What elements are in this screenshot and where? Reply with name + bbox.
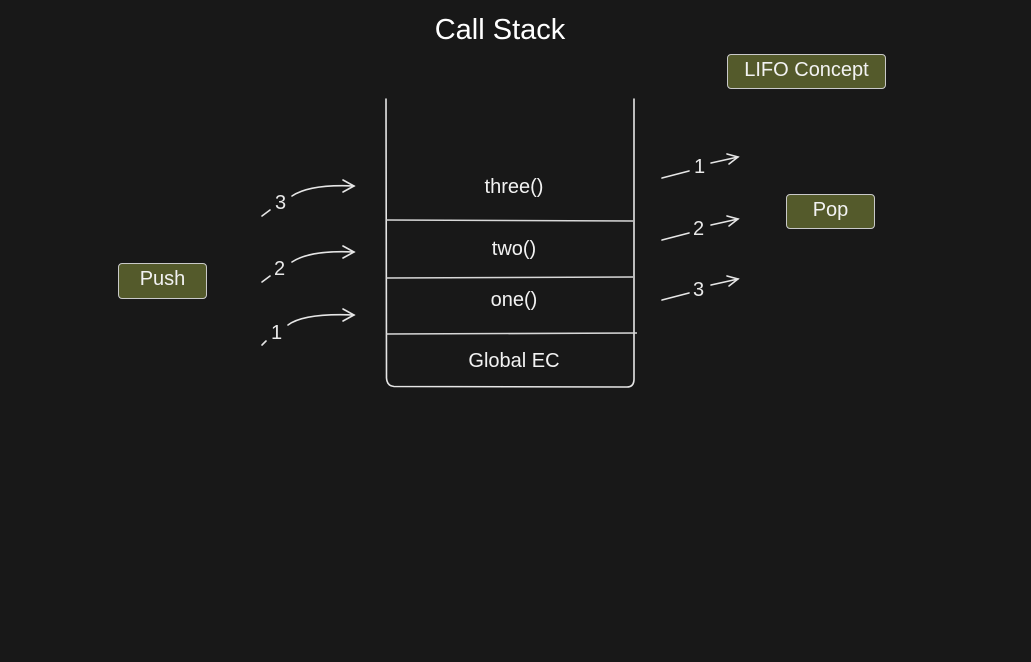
pop-arrow-3 (661, 275, 740, 301)
push-arrow-3 (261, 179, 356, 217)
lifo-concept-label: LIFO Concept (727, 54, 886, 89)
pop-step-1: 1 (694, 156, 706, 178)
stack-frame-three: three() (484, 176, 544, 198)
stack-frame-global-ec: Global EC (468, 350, 560, 372)
pop-step-2: 2 (693, 218, 705, 240)
stack-divider-3 (385, 332, 638, 335)
push-step-3: 3 (275, 192, 287, 214)
stack-divider-2 (385, 276, 634, 279)
diagram-title: Call Stack (434, 14, 566, 46)
pop-arrow-2 (661, 215, 740, 241)
push-label: Push (118, 263, 207, 299)
push-step-1: 1 (271, 322, 283, 344)
pop-arrow-1 (661, 153, 740, 179)
stack-frame-two: two() (491, 238, 537, 260)
push-arrow-1 (261, 308, 356, 346)
stack-divider-1 (385, 219, 634, 222)
push-step-2: 2 (274, 258, 286, 280)
stack-frame-one: one() (490, 289, 538, 311)
stack-container (385, 98, 635, 388)
push-arrow-2 (261, 245, 356, 283)
pop-step-3: 3 (693, 279, 705, 301)
pop-label: Pop (786, 194, 875, 229)
